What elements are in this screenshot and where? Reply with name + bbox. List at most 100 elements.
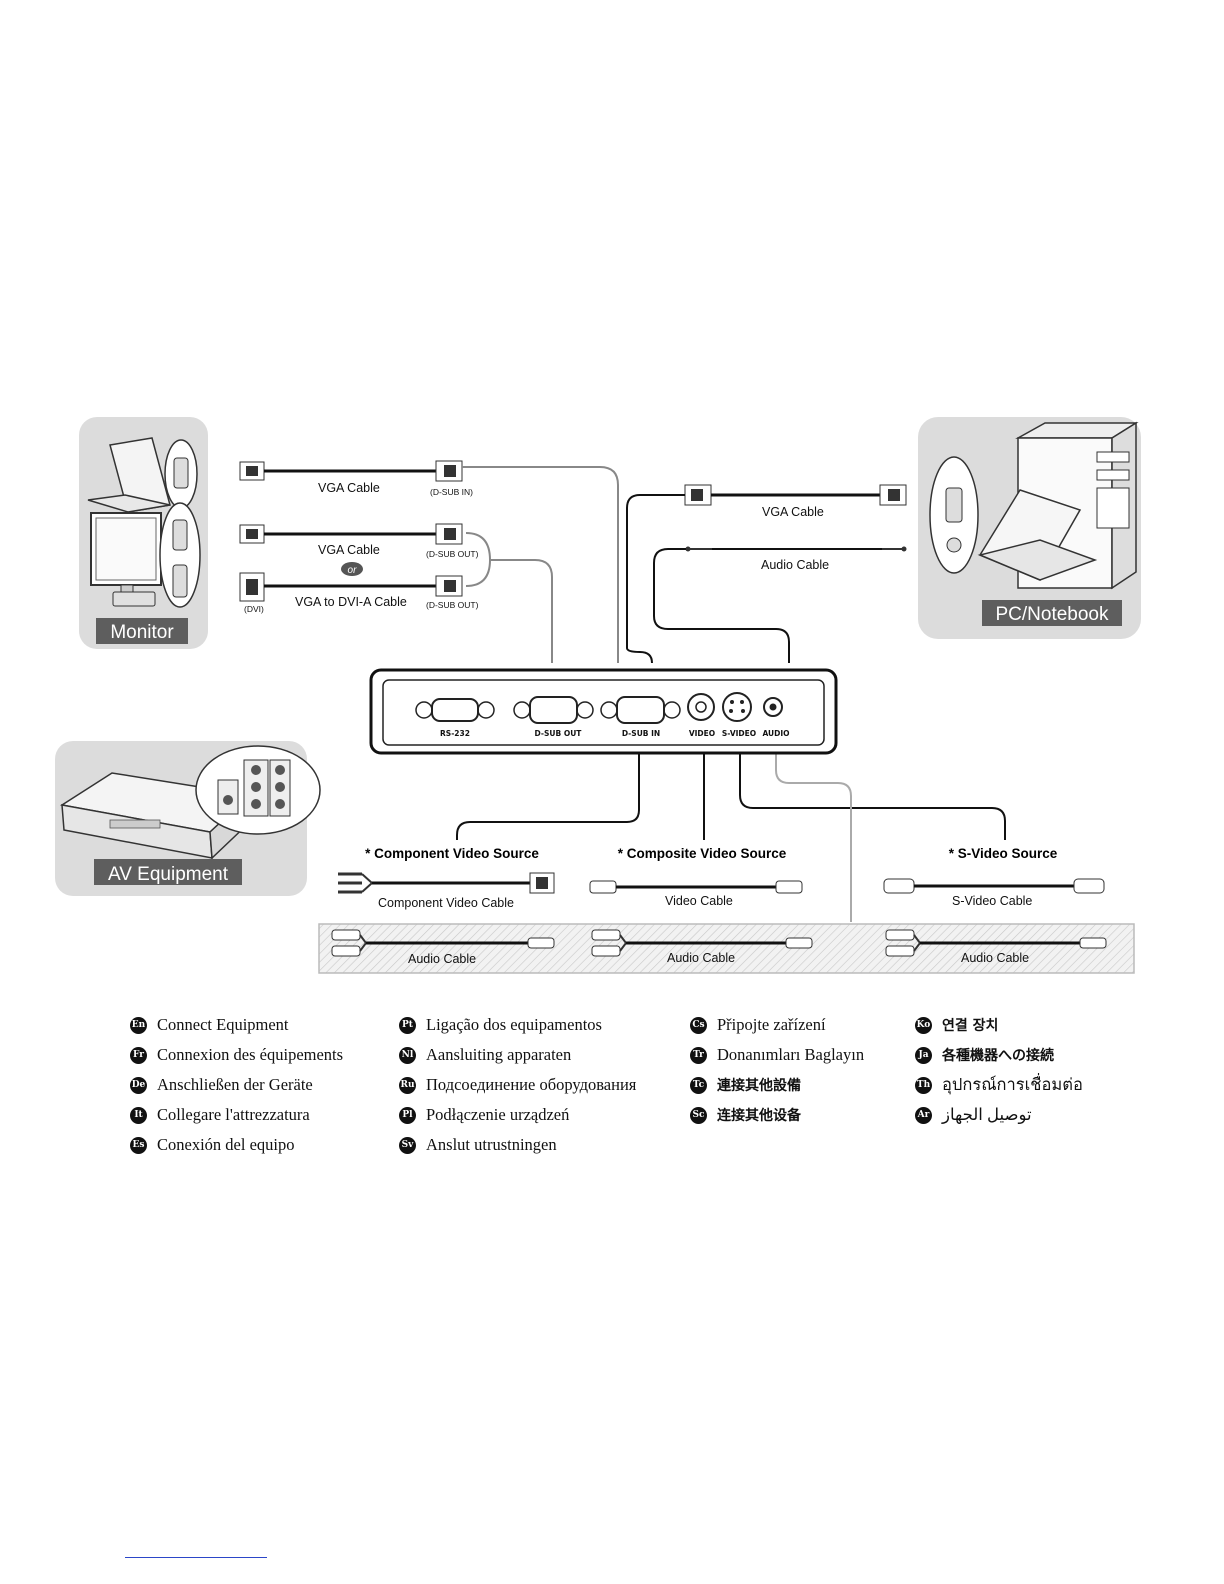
language-badge: Sc (690, 1106, 707, 1124)
language-text: توصيل الجهاز (942, 1105, 1032, 1124)
component-source-label: * Component Video Source (365, 846, 539, 861)
language-text: อุปกรณ์การเชื่อมต่อ (942, 1075, 1083, 1094)
pc-port-callout-icon (929, 456, 979, 574)
monitor-port-callout-icon (159, 439, 201, 608)
language-row: Tr Donanımları Baglayın (690, 1040, 864, 1070)
language-badge: Ja (915, 1046, 932, 1064)
dsub-in-label: D-SUB IN (622, 729, 660, 738)
audio-band (318, 923, 1135, 974)
language-badge: Th (915, 1076, 932, 1094)
component-cable (338, 872, 555, 894)
language-row: Pl Podłączenie urządzeń (399, 1100, 636, 1130)
audio-port-icon (763, 697, 783, 717)
language-row: It Collegare l'attrezzatura (130, 1100, 343, 1130)
dsub-in-tag: (D-SUB IN) (430, 487, 473, 497)
language-badge: Cs (690, 1016, 707, 1034)
routing-wires (456, 466, 1006, 922)
language-text: Podłączenie urządzeń (426, 1105, 570, 1124)
language-text: 各種機器への接続 (942, 1048, 1054, 1064)
language-badge: Pt (399, 1016, 416, 1034)
pc-vga-cable-label: VGA Cable (762, 505, 824, 519)
language-text: Aansluiting apparaten (426, 1045, 572, 1064)
dsub-out-tag-1: (D-SUB OUT) (426, 549, 479, 559)
monitor-label: Monitor (110, 622, 174, 643)
av-panel: AV Equipment (55, 741, 321, 896)
language-row: Cs Připojte zařízení (690, 1010, 864, 1040)
av-port-callout-icon (195, 745, 321, 835)
language-badge: It (130, 1106, 147, 1124)
pc-audio-cable-label: Audio Cable (761, 558, 829, 572)
vga-cable-2-label: VGA Cable (318, 543, 380, 557)
language-text: Připojte zařízení (717, 1015, 826, 1034)
video-label: VIDEO (689, 729, 715, 738)
language-text: Conexión del equipo (157, 1135, 295, 1154)
svideo-cable-label: S-Video Cable (952, 894, 1032, 908)
audio-cable-2 (591, 929, 813, 957)
language-column-3: Cs Připojte zařízení Tr Donanımları Baglay… (690, 1010, 864, 1130)
audio-cable-1 (331, 929, 555, 957)
monitor-cables: VGA Cable (D-SUB IN) VGA Cable (D-SUB OU… (239, 460, 492, 614)
language-badge: Tc (690, 1076, 707, 1094)
audio-cable-3 (885, 929, 1107, 957)
audio-cable-1-label: Audio Cable (408, 952, 476, 966)
or-badge (341, 562, 363, 576)
language-badge: Ko (915, 1016, 932, 1034)
audio-label: AUDIO (762, 729, 789, 738)
language-text: 连接其他设备 (717, 1108, 801, 1124)
av-label: AV Equipment (108, 864, 229, 885)
rs232-label: RS-232 (440, 729, 470, 738)
language-row: Pt Ligação dos equipamentos (399, 1010, 636, 1040)
composite-source-label: * Composite Video Source (618, 846, 787, 861)
projector-panel: RS-232 D-SUB OUT D-SUB IN VIDEO S-VIDEO … (369, 668, 838, 755)
dvi-tag: (DVI) (244, 604, 264, 614)
language-text: Collegare l'attrezzatura (157, 1105, 310, 1124)
language-row: Ar توصيل الجهاز (915, 1100, 1083, 1130)
audio-cable-2-label: Audio Cable (667, 951, 735, 965)
video-cable-label: Video Cable (665, 894, 733, 908)
language-badge: Ar (915, 1106, 932, 1124)
language-badge: Es (130, 1136, 147, 1154)
laptop-icon (87, 437, 171, 513)
language-text: 연결 장치 (942, 1018, 999, 1034)
rs232-port-icon (415, 698, 495, 722)
dsub-out-label: D-SUB OUT (535, 729, 583, 738)
language-row: En Connect Equipment (130, 1010, 343, 1040)
language-row: Th อุปกรณ์การเชื่อมต่อ (915, 1070, 1083, 1100)
pc-label: PC/Notebook (995, 604, 1109, 625)
language-badge: Fr (130, 1046, 147, 1064)
language-row: Es Conexión del equipo (130, 1130, 343, 1160)
language-text: Anschließen der Geräte (157, 1075, 313, 1094)
monitor-panel: Monitor (79, 417, 208, 649)
language-badge: Tr (690, 1046, 707, 1064)
component-cable-label: Component Video Cable (378, 896, 514, 910)
language-column-4: Ko 연결 장치 Ja 各種機器への接続 Th อุปกรณ์การเชื่อมต่อ… (915, 1010, 1083, 1130)
language-row: Ru Подсоединение оборудования (399, 1070, 636, 1100)
language-badge: Sv (399, 1136, 416, 1154)
language-badge: Ru (399, 1076, 416, 1094)
language-text: Ligação dos equipamentos (426, 1015, 602, 1034)
or-label: or (348, 565, 358, 576)
vga-cable-1-label: VGA Cable (318, 481, 380, 495)
language-text: Connect Equipment (157, 1015, 289, 1034)
language-badge: Pl (399, 1106, 416, 1124)
language-badge: En (130, 1016, 147, 1034)
language-text: Подсоединение оборудования (426, 1075, 637, 1094)
audio-cable-3-label: Audio Cable (961, 951, 1029, 965)
language-text: Donanımları Baglayın (717, 1045, 865, 1064)
video-port-icon (687, 693, 715, 721)
language-row: Ja 各種機器への接続 (915, 1040, 1083, 1070)
language-row: Sc 连接其他设备 (690, 1100, 864, 1130)
dsub-in-port-icon (600, 696, 681, 724)
dsub-out-tag-2: (D-SUB OUT) (426, 600, 479, 610)
svideo-cable (883, 878, 1105, 894)
svideo-source-label: * S-Video Source (949, 846, 1058, 861)
